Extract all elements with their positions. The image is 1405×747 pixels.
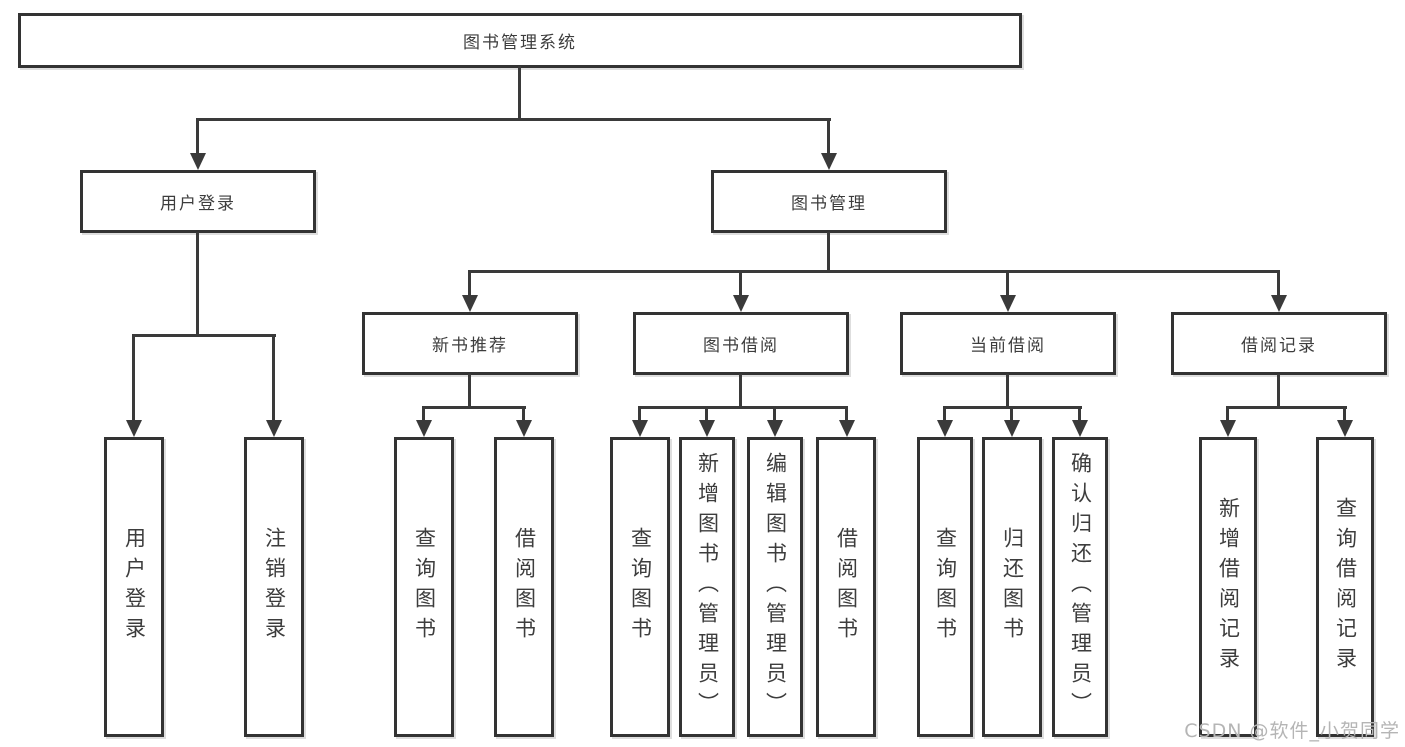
arrow-down-icon — [1072, 420, 1088, 437]
arrow-down-icon — [767, 420, 783, 437]
leaf-newbooks-query: 查询图书 — [394, 437, 454, 737]
node-book-mgmt: 图书管理 — [711, 170, 947, 233]
connector-new-books-stem — [468, 374, 471, 408]
arrow-down-icon — [937, 420, 953, 437]
arrow-down-icon — [1337, 420, 1353, 437]
leaf-newbooks-borrow: 借阅图书 — [494, 437, 554, 737]
arrow-down-icon — [699, 420, 715, 437]
leaf-label: 查询借阅记录 — [1333, 497, 1358, 677]
node-user-login: 用户登录 — [80, 170, 316, 233]
leaf-borrow-borrow: 借阅图书 — [816, 437, 876, 737]
connector-current-borrow-stem — [1006, 374, 1009, 408]
arrow-down-icon — [839, 420, 855, 437]
arrow-down-icon — [266, 420, 282, 437]
leaf-records-query: 查询借阅记录 — [1316, 437, 1374, 737]
connector-drop-book-borrow — [739, 270, 742, 297]
node-book-borrow: 图书借阅 — [633, 312, 849, 375]
connector-drop-book-mgmt — [827, 118, 830, 155]
leaf-label: 用户登录 — [122, 527, 147, 647]
node-library-system: 图书管理系统 — [18, 13, 1022, 68]
connector-book-borrow-bar — [638, 406, 848, 409]
arrow-down-icon — [733, 295, 749, 312]
leaf-label: 借阅图书 — [512, 527, 537, 647]
connector-drop-leaf-login — [132, 334, 135, 422]
connector-drop — [943, 406, 946, 422]
leaf-label: 确认归还（管理员） — [1068, 452, 1093, 722]
leaf-borrow-add-admin: 新增图书（管理员） — [679, 437, 735, 737]
connector-drop — [845, 406, 848, 422]
connector-root-stem — [518, 66, 521, 120]
leaf-label: 查询图书 — [412, 527, 437, 647]
arrow-down-icon — [821, 153, 837, 170]
connector-drop — [773, 406, 776, 422]
connector-drop-current-borrow — [1006, 270, 1009, 297]
arrow-down-icon — [1000, 295, 1016, 312]
leaf-label: 查询图书 — [933, 527, 958, 647]
connector-drop — [1078, 406, 1081, 422]
connector-book-mgmt-bar — [468, 270, 1280, 273]
arrow-down-icon — [632, 420, 648, 437]
arrow-down-icon — [190, 153, 206, 170]
arrow-down-icon — [416, 420, 432, 437]
arrow-down-icon — [1004, 420, 1020, 437]
connector-drop-user-login — [196, 118, 199, 155]
connector-drop-leaf-logout — [272, 334, 275, 422]
connector-drop — [522, 406, 525, 422]
connector-new-books-bar — [422, 406, 526, 409]
csdn-watermark: CSDN @软件_小贺同学 — [1184, 720, 1400, 742]
arrow-down-icon — [1220, 420, 1236, 437]
leaf-current-confirm-admin: 确认归还（管理员） — [1052, 437, 1108, 737]
connector-root-bar — [196, 118, 831, 121]
leaf-label: 注销登录 — [262, 527, 287, 647]
connector-drop — [1226, 406, 1229, 422]
leaf-borrow-query: 查询图书 — [610, 437, 670, 737]
connector-user-login-bar — [132, 334, 276, 337]
node-new-books: 新书推荐 — [362, 312, 578, 375]
leaf-label: 借阅图书 — [834, 527, 859, 647]
connector-book-mgmt-stem — [827, 232, 830, 273]
leaf-logout: 注销登录 — [244, 437, 304, 737]
connector-drop-borrow-records — [1277, 270, 1280, 297]
leaf-label: 归还图书 — [1000, 527, 1025, 647]
node-borrow-records: 借阅记录 — [1171, 312, 1387, 375]
leaf-label: 查询图书 — [628, 527, 653, 647]
leaf-label: 新增图书（管理员） — [695, 452, 720, 722]
arrow-down-icon — [126, 420, 142, 437]
leaf-label: 新增借阅记录 — [1216, 497, 1241, 677]
connector-drop — [1343, 406, 1346, 422]
node-current-borrow: 当前借阅 — [900, 312, 1116, 375]
leaf-label: 编辑图书（管理员） — [763, 452, 788, 722]
leaf-current-return: 归还图书 — [982, 437, 1042, 737]
leaf-current-query: 查询图书 — [917, 437, 973, 737]
connector-drop — [705, 406, 708, 422]
arrow-down-icon — [516, 420, 532, 437]
arrow-down-icon — [1271, 295, 1287, 312]
connector-drop — [638, 406, 641, 422]
arrow-down-icon — [462, 295, 478, 312]
leaf-user-login: 用户登录 — [104, 437, 164, 737]
connector-book-borrow-stem — [739, 374, 742, 408]
connector-borrow-records-bar — [1226, 406, 1347, 409]
connector-drop-new-books — [468, 270, 471, 297]
connector-drop — [422, 406, 425, 422]
connector-user-login-stem — [196, 232, 199, 336]
connector-borrow-records-stem — [1277, 374, 1280, 408]
connector-drop — [1010, 406, 1013, 422]
leaf-records-add: 新增借阅记录 — [1199, 437, 1257, 737]
leaf-borrow-edit-admin: 编辑图书（管理员） — [747, 437, 803, 737]
